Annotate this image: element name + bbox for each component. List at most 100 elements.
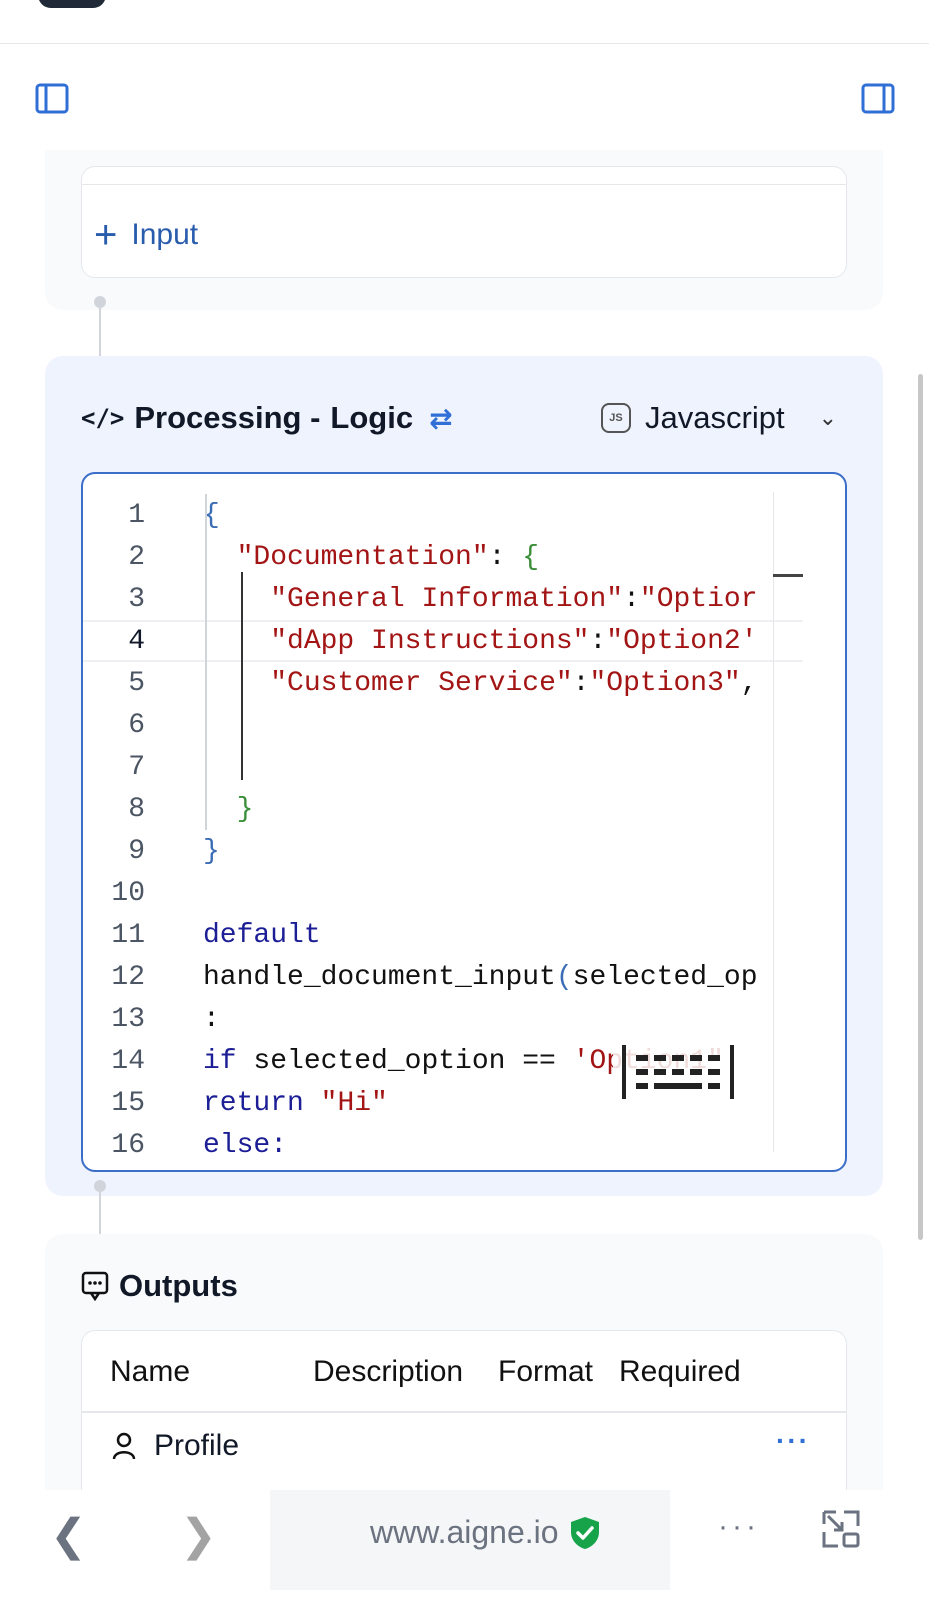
code-line[interactable]: 10: [83, 872, 803, 914]
outputs-title-text: Outputs: [119, 1268, 238, 1303]
connector-dot: [94, 1180, 106, 1192]
add-input-label: Input: [131, 218, 199, 251]
code-text: }: [203, 835, 220, 867]
column-header: Name: [110, 1355, 191, 1388]
javascript-icon: JS: [601, 403, 632, 433]
forward-icon[interactable]: ❯: [180, 1511, 217, 1560]
profile-name: Profile: [154, 1429, 240, 1462]
code-text: {: [203, 499, 220, 531]
code-editor[interactable]: 1{2 "Documentation": {3 "General Informa…: [81, 472, 847, 1172]
add-input-button[interactable]: + Input: [94, 215, 198, 255]
line-number: 1: [128, 499, 145, 531]
user-icon: [112, 1432, 136, 1460]
indent-guide: [205, 494, 207, 830]
connector: [94, 1180, 106, 1254]
code-text: "Customer Service":"Option3",: [270, 667, 758, 699]
secure-shield-icon: [570, 1516, 599, 1549]
column-header: Required: [619, 1355, 741, 1388]
language-label: Javascript: [645, 400, 785, 435]
connector: [94, 296, 106, 370]
connector-dot: [94, 296, 106, 308]
column-header: Description: [313, 1355, 464, 1388]
editor-scroll-marker: [773, 574, 803, 577]
line-number: 11: [111, 919, 145, 951]
row-more-button[interactable]: ···: [776, 1425, 810, 1456]
code-line[interactable]: 1{: [83, 494, 803, 536]
code-line[interactable]: 5 "Customer Service":"Option3",: [83, 662, 803, 704]
line-number: 14: [111, 1045, 145, 1077]
input-card: + Input: [81, 166, 847, 278]
code-line[interactable]: 9}: [83, 830, 803, 872]
code-text: "dApp Instructions":"Option2': [270, 625, 758, 657]
profile-cell: Profile: [112, 1429, 239, 1463]
line-number: 12: [111, 961, 145, 993]
code-line[interactable]: 15 return "Hi": [83, 1082, 803, 1124]
line-number: 9: [128, 835, 145, 867]
code-icon: </>: [81, 404, 125, 432]
page-scrollbar[interactable]: [918, 374, 923, 1240]
language-select[interactable]: JS Javascript ⌄: [601, 400, 837, 436]
processing-header: </> Processing - Logic ⇄ JS Javascript ⌄: [81, 398, 847, 438]
code-line[interactable]: 3 "General Information":"Optior: [83, 578, 803, 620]
line-number: 15: [111, 1087, 145, 1119]
outputs-icon: [81, 1271, 109, 1301]
left-panel-toggle-icon[interactable]: [34, 80, 70, 116]
line-number: 6: [128, 709, 145, 741]
code-text: handle_document_input(selected_op: [203, 961, 758, 993]
code-line[interactable]: 16 else:: [83, 1124, 803, 1166]
code-text: "Documentation": {: [236, 541, 540, 573]
column-header: Format: [498, 1355, 594, 1388]
back-icon[interactable]: ❮: [50, 1511, 87, 1560]
outputs-section: Outputs Name Description Format Required…: [45, 1234, 883, 1490]
table-header: Name Description Format Required: [82, 1331, 846, 1413]
url-bar[interactable]: [270, 1490, 670, 1590]
url-text: www.aigne.io: [370, 1514, 559, 1550]
browser-more-button[interactable]: ···: [718, 1510, 760, 1543]
line-number: 2: [128, 541, 145, 573]
swap-icon[interactable]: ⇄: [429, 402, 453, 434]
url-display[interactable]: www.aigne.io: [370, 1514, 601, 1551]
line-number: 16: [111, 1129, 145, 1161]
line-number: 3: [128, 583, 145, 615]
avatar[interactable]: [38, 0, 106, 8]
code-text: }: [236, 793, 254, 825]
processing-title-sub: Logic: [330, 400, 414, 435]
line-number: 13: [111, 1003, 145, 1035]
picture-in-picture-icon[interactable]: [820, 1508, 862, 1550]
code-text: "General Information":"Optior: [270, 583, 758, 615]
connector-line: [99, 308, 101, 370]
line-number: 4: [128, 625, 145, 657]
table-row[interactable]: Profile ···: [82, 1415, 846, 1485]
input-section: + Input: [45, 150, 883, 310]
processing-section: </> Processing - Logic ⇄ JS Javascript ⌄…: [45, 356, 883, 1196]
code-line[interactable]: 11 default: [83, 914, 803, 956]
processing-title: </> Processing - Logic ⇄: [81, 400, 453, 436]
code-line[interactable]: 13:: [83, 998, 803, 1040]
code-text: default: [203, 919, 321, 951]
line-number: 10: [111, 877, 145, 909]
code-line[interactable]: 4 "dApp Instructions":"Option2': [83, 620, 803, 662]
code-line[interactable]: 7: [83, 746, 803, 788]
chevron-down-icon: ⌄: [818, 405, 837, 430]
line-number: 8: [128, 793, 145, 825]
line-number: 7: [128, 751, 145, 783]
code-line[interactable]: 2 "Documentation": {: [83, 536, 803, 578]
browser-toolbar: ❮ ❯ www.aigne.io ···: [0, 1490, 929, 1600]
line-number: 5: [128, 667, 145, 699]
outputs-title: Outputs: [81, 1268, 238, 1304]
code-line[interactable]: 8 }: [83, 788, 803, 830]
workflow-canvas: + Input </> Processing - Logic ⇄ JS Java…: [0, 150, 929, 1490]
editor-scroll-track[interactable]: [773, 492, 774, 1152]
plus-icon: +: [94, 213, 118, 257]
right-panel-toggle-icon[interactable]: [860, 80, 896, 116]
code-text: else:: [203, 1129, 288, 1161]
top-bar: [0, 0, 929, 44]
connector-line: [99, 1192, 101, 1254]
code-text: return "Hi": [203, 1087, 388, 1119]
code-line[interactable]: 6: [83, 704, 803, 746]
code-line[interactable]: 12 handle_document_input(selected_op: [83, 956, 803, 998]
input-divider: [82, 167, 846, 185]
code-text: :: [203, 1003, 220, 1035]
indent-guide-active: [241, 572, 243, 780]
keyboard-icon[interactable]: [613, 1032, 743, 1110]
